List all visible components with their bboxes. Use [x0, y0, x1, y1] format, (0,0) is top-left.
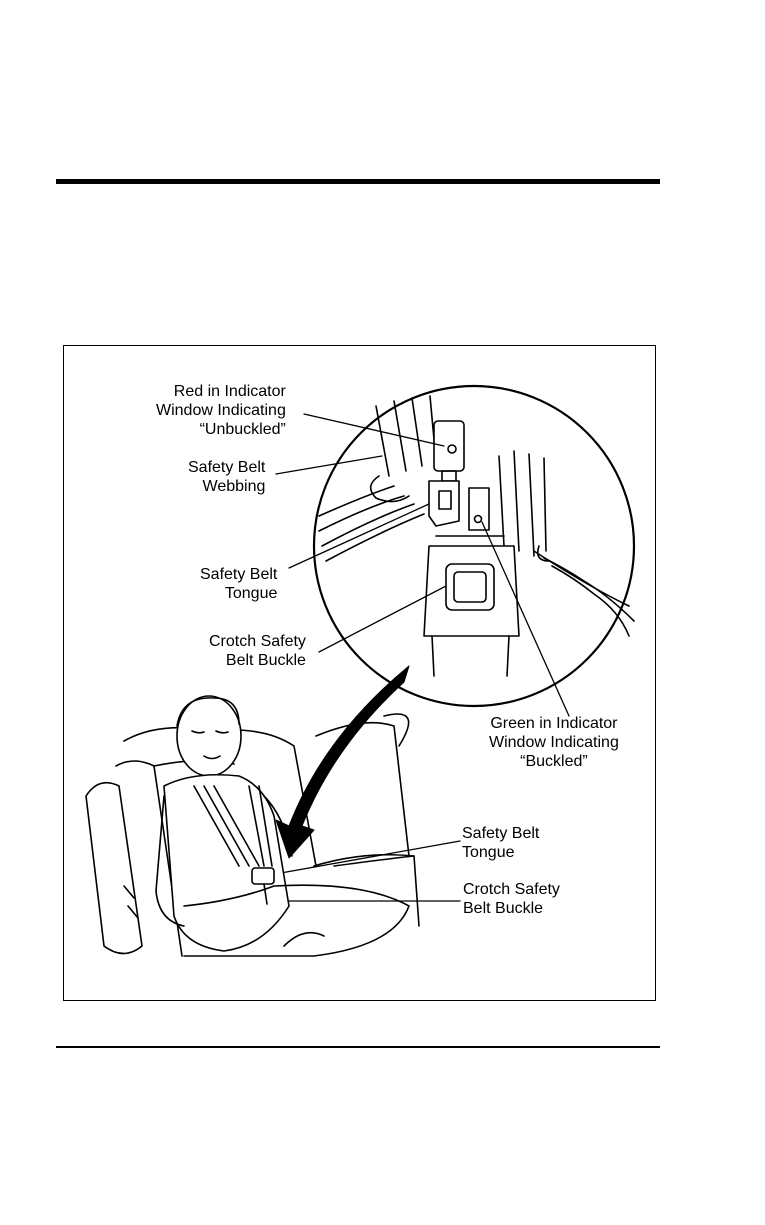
figure-frame: Red in Indicator Window Indicating “Unbu…	[63, 345, 656, 1001]
callout-red-indicator: Red in Indicator Window Indicating “Unbu…	[156, 382, 286, 439]
callout-green-indicator: Green in Indicator Window Indicating “Bu…	[489, 714, 619, 771]
child-in-seat	[86, 696, 419, 956]
callout-buckle-detail: Crotch Safety Belt Buckle	[209, 632, 306, 670]
callout-buckle-main: Crotch Safety Belt Buckle	[463, 880, 560, 918]
callout-tongue-detail: Safety Belt Tongue	[200, 565, 277, 603]
pointer-arrow	[276, 666, 409, 858]
bottom-rule	[56, 1046, 660, 1048]
child-seat-illustration	[64, 346, 657, 1002]
detail-magnifier	[314, 386, 634, 706]
top-rule	[56, 179, 660, 184]
callout-tongue-main: Safety Belt Tongue	[462, 824, 539, 862]
callout-webbing: Safety Belt Webbing	[188, 458, 265, 496]
